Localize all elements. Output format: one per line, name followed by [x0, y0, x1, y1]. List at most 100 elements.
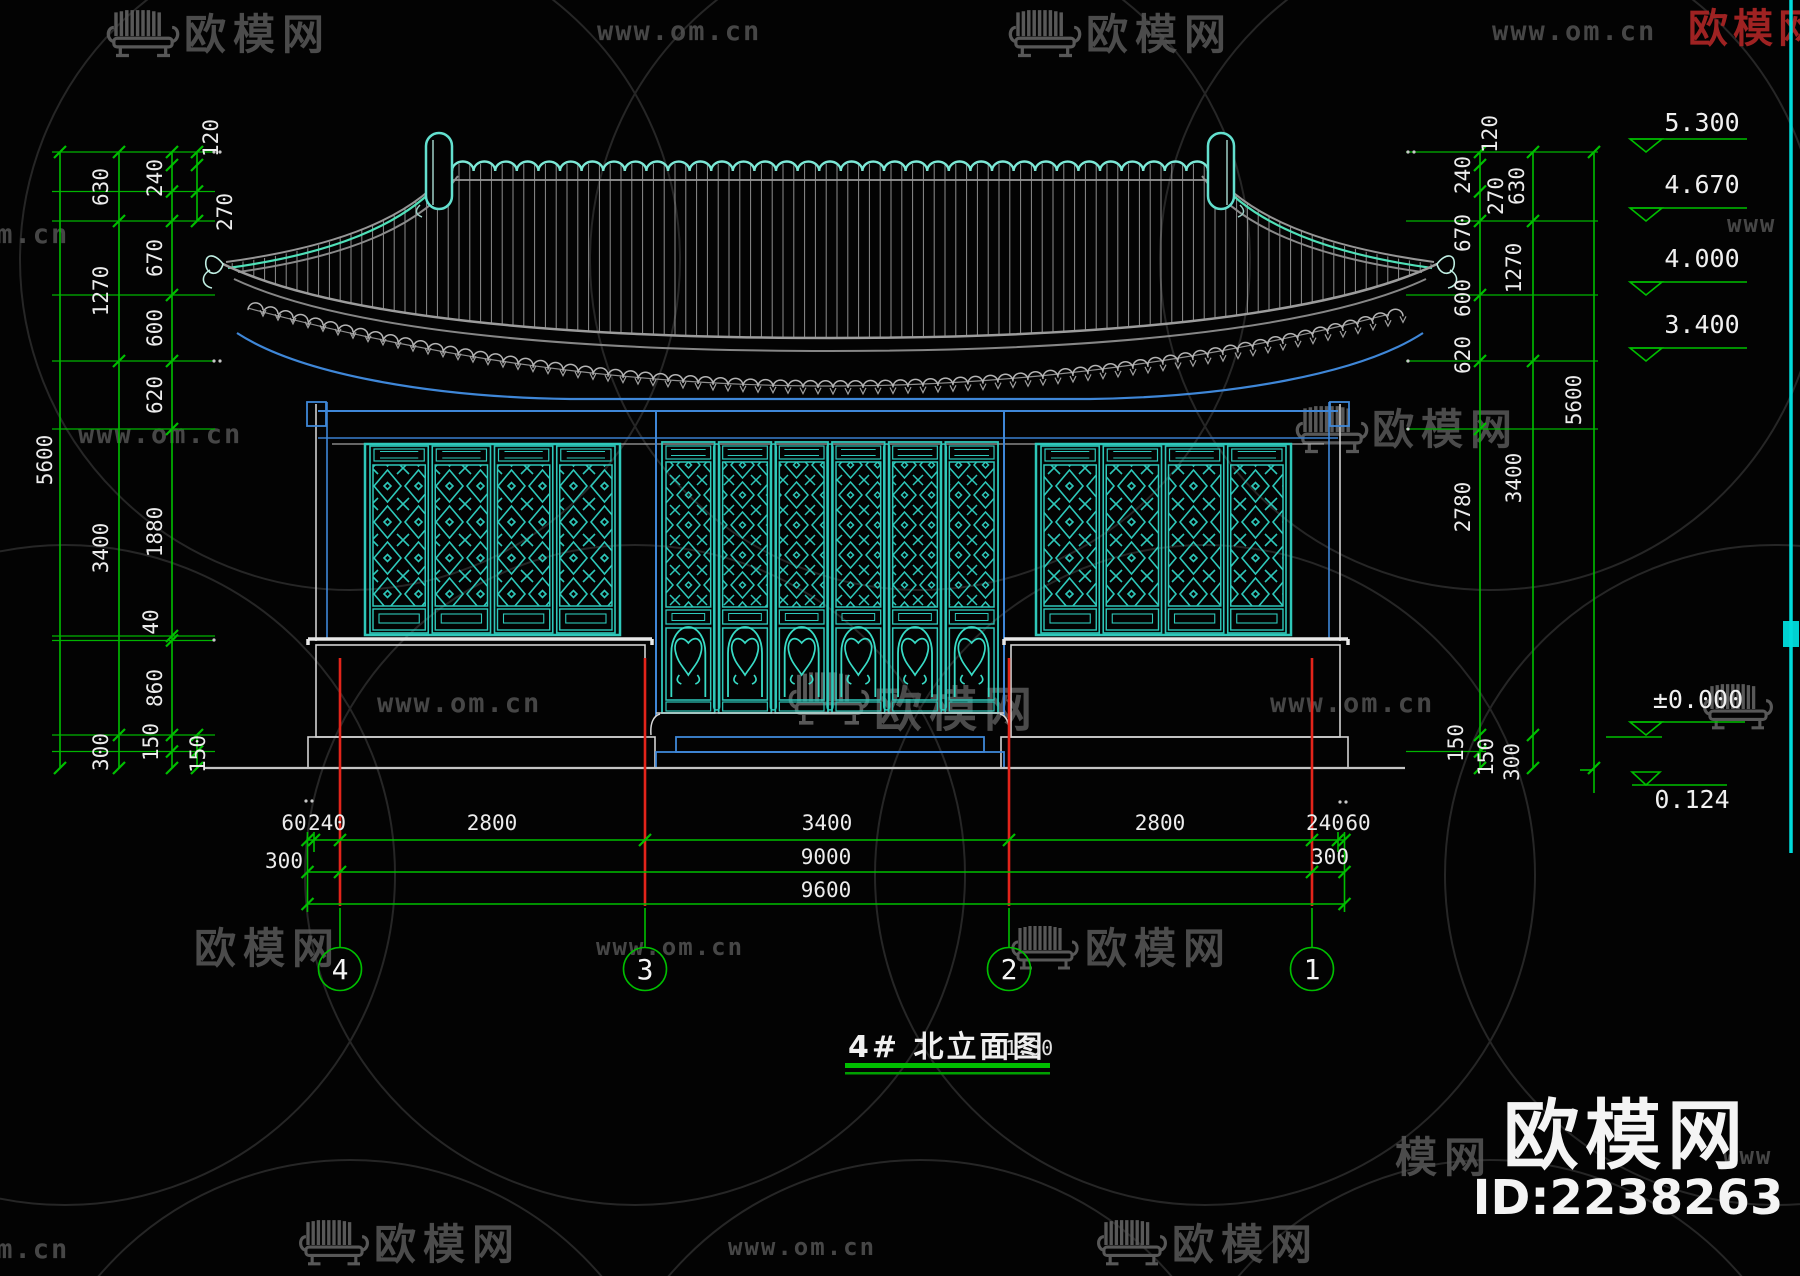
- door-mid-slot: [784, 613, 819, 621]
- dim-label: 150: [186, 735, 210, 773]
- door-head-detail: [727, 449, 763, 456]
- ridge-end-left-detail: [415, 140, 434, 218]
- ref-dot: [218, 150, 222, 154]
- window-bottom-rail: [496, 608, 551, 631]
- ref-dot: [212, 638, 216, 642]
- elevation-label: 4.670: [1664, 170, 1739, 199]
- dim-tick: [638, 833, 652, 847]
- door-lattice: [721, 461, 769, 608]
- door-lower-panel: [665, 627, 712, 701]
- door-mid-slot: [898, 613, 932, 621]
- lattice-window-left: [363, 442, 622, 637]
- window-head-detail: [504, 451, 543, 459]
- pilaster-cap: [1329, 401, 1350, 427]
- door-arch-motif: [840, 626, 877, 697]
- watermarks: 欧模网 www.om.cn 欧模网 www.om.cn 欧模网 www.om.c…: [0, 6, 1800, 1269]
- window-panel: [555, 445, 616, 634]
- window-lattice: [496, 464, 551, 607]
- dim-label: 630: [1505, 167, 1529, 205]
- window-head-detail: [566, 451, 605, 459]
- elevation-label: 0.124: [1654, 785, 1729, 814]
- plinth-right: [1000, 736, 1349, 769]
- dim-label: 860: [143, 669, 167, 707]
- door-heart-motif: [900, 637, 930, 685]
- sill-cap-left: [306, 637, 654, 645]
- elevation-label: ±0.000: [1653, 685, 1743, 714]
- sofa-icon: [788, 670, 870, 725]
- dim-label: 1880: [143, 507, 167, 558]
- dim-tick: [1473, 184, 1487, 199]
- window-head-detail: [1175, 451, 1214, 459]
- watermark-url: www.om.cn: [596, 933, 744, 961]
- door-lattice: [665, 461, 712, 608]
- dim-label: 620: [1451, 336, 1475, 374]
- door-head-slot: [892, 445, 938, 460]
- door-mid-rail: [948, 609, 995, 625]
- window-head-detail: [1113, 451, 1152, 459]
- beam-top: [236, 332, 1424, 401]
- window-bottom-rail: [559, 608, 613, 631]
- window-bottom-rail: [372, 608, 426, 631]
- dim-label: 3400: [89, 523, 113, 574]
- window-head-detail: [380, 451, 419, 459]
- window-frame: [1034, 442, 1293, 637]
- window-bottom-rail: [1230, 608, 1284, 631]
- door-bottom-rail: [665, 701, 712, 712]
- window-panel: [1226, 445, 1287, 634]
- watermark-url: www.om.cn: [728, 1233, 876, 1261]
- dim-tick: [53, 761, 67, 775]
- elevation-label: 5.300: [1664, 108, 1739, 137]
- window-panel: [431, 445, 492, 634]
- watermark-url: www.om.cn: [1492, 16, 1656, 47]
- ridge-end-left: [424, 131, 454, 211]
- sofa-icon: [106, 8, 180, 58]
- ref-dot: [218, 359, 222, 363]
- sofa-icon: [1011, 924, 1079, 970]
- dim-tick: [112, 761, 126, 775]
- door-head-detail: [954, 449, 990, 456]
- grid-bubbles: 4 3 2 1: [317, 946, 1335, 992]
- dim-tick: [190, 158, 204, 172]
- sofa-icon: [1096, 1218, 1168, 1266]
- eave-tile-ends: [247, 302, 1404, 389]
- pilaster-cap: [306, 401, 327, 427]
- dim-label: 300: [89, 733, 113, 771]
- title-underline-thin: [845, 1072, 1050, 1075]
- door-heart-motif: [787, 637, 816, 685]
- dim-tick: [165, 158, 179, 172]
- door-stile: [826, 443, 834, 711]
- viewer-edge-handle[interactable]: [1783, 621, 1799, 647]
- grid-bubble-4: [317, 946, 363, 992]
- step-lower: [655, 751, 1005, 769]
- window-bottom-slot: [565, 613, 607, 624]
- dim-label: 9600: [801, 878, 852, 902]
- dim-label: 240: [308, 811, 346, 835]
- dim-label: 5600: [1562, 375, 1586, 426]
- elevation-flag-triangle: [1627, 138, 1665, 154]
- grid-bubble-1-label: 1: [1304, 953, 1321, 986]
- dim-label: 300: [1311, 845, 1349, 869]
- grid-bubble-3: [622, 946, 668, 992]
- window-head-slot: [1168, 448, 1221, 462]
- window-bottom-slot: [1049, 613, 1091, 624]
- title-underline: [845, 1063, 1050, 1068]
- door-arch-motif: [783, 626, 820, 697]
- drawing-title-block: 4# 北立面图 1:30: [845, 1030, 1053, 1075]
- door-mid-rail: [665, 609, 712, 625]
- window-head-slot: [1106, 448, 1159, 462]
- door-head-detail: [784, 449, 820, 456]
- dim-label: 5600: [33, 435, 57, 486]
- watermark-url: www.om.cn: [1270, 688, 1434, 719]
- ref-dot: [1406, 427, 1410, 431]
- window-head-detail: [1237, 451, 1276, 459]
- dim-tick: [1526, 728, 1540, 742]
- dim-label: 3400: [802, 811, 853, 835]
- grid-bubble-3-label: 3: [637, 953, 654, 986]
- window-bottom-slot: [378, 613, 420, 624]
- dim-label: 150: [139, 723, 163, 761]
- door-head-detail: [671, 449, 706, 456]
- dim-tick: [190, 761, 204, 775]
- window-bottom-slot: [1173, 613, 1216, 624]
- site-logo: 欧模网 ID:2238263: [1473, 1091, 1784, 1226]
